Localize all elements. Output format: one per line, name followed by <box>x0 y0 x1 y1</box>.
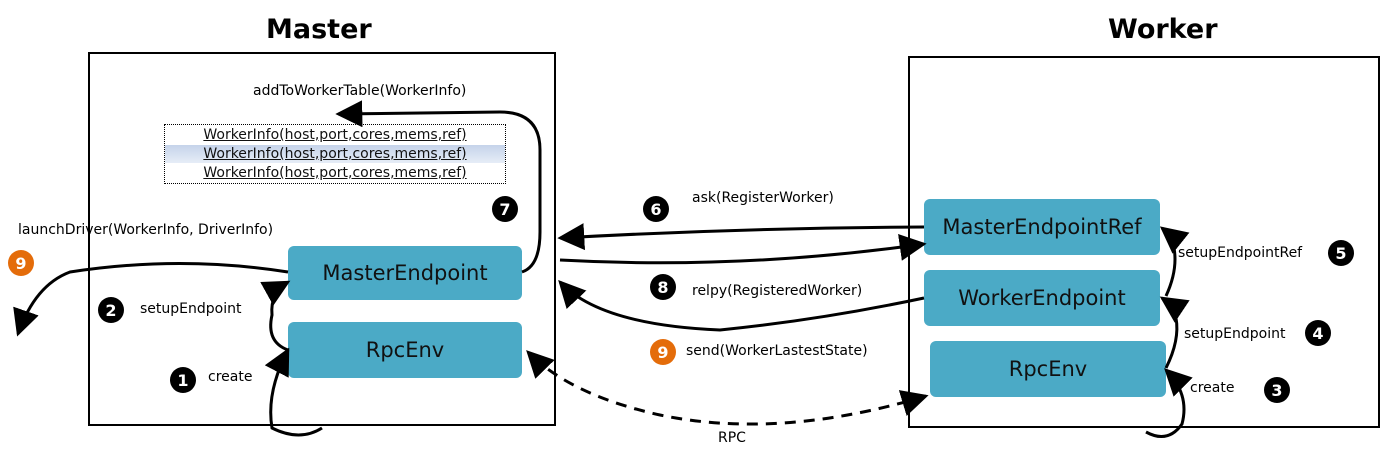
step-badge-7: 7 <box>492 196 518 222</box>
create-master-arrow <box>264 347 323 437</box>
worker-table-row: WorkerInfo(host,port,cores,mems,ref) <box>203 127 467 143</box>
step-badge-6: 6 <box>643 196 669 222</box>
worker-endpoint-node: WorkerEndpoint <box>924 270 1160 326</box>
ask-register-arrow <box>557 223 925 251</box>
setup-endpoint-master-arrow <box>260 280 291 352</box>
rpc-label: RPC <box>718 430 746 446</box>
add-to-table-label: addToWorkerTable(WorkerInfo) <box>253 83 467 99</box>
step-badge-2: 2 <box>98 297 124 323</box>
step-badge-9-launch: 9 <box>8 250 34 276</box>
launch-driver-arrow <box>13 262 289 337</box>
worker-table: WorkerInfo(host,port,cores,mems,ref) Wor… <box>164 124 506 184</box>
create-master-label: create <box>208 369 253 385</box>
step-badge-8: 8 <box>650 274 676 300</box>
ask-register-label: ask(RegisterWorker) <box>692 190 834 206</box>
send-state-label: send(WorkerLastestState) <box>686 343 868 359</box>
add-to-table-arrow <box>335 100 542 274</box>
step-badge-9-send: 9 <box>650 339 676 365</box>
worker-table-row: WorkerInfo(host,port,cores,mems,ref) <box>165 145 505 163</box>
create-worker-arrow <box>1145 368 1193 438</box>
step-badge-5: 5 <box>1328 240 1354 266</box>
master-to-ref-arrow <box>559 234 927 265</box>
step-badge-3: 3 <box>1264 377 1290 403</box>
step-badge-4: 4 <box>1305 320 1331 346</box>
setup-endpoint-ref-label: setupEndpointRef <box>1178 245 1303 261</box>
master-title: Master <box>266 14 372 45</box>
reply-registered-arrow <box>558 280 925 332</box>
master-endpoint-ref-node: MasterEndpointRef <box>924 199 1160 255</box>
reply-registered-label: relpy(RegisteredWorker) <box>692 283 863 299</box>
worker-rpcenv-node: RpcEnv <box>930 341 1166 397</box>
master-rpcenv-node: RpcEnv <box>288 322 522 378</box>
rpc-arrow <box>526 350 929 426</box>
setup-endpoint-worker-label: setupEndpoint <box>1184 326 1286 342</box>
setup-endpoint-master-label: setupEndpoint <box>140 301 242 317</box>
worker-title: Worker <box>1108 14 1218 45</box>
setup-endpoint-worker-arrow <box>1159 296 1190 369</box>
setup-endpoint-ref-arrow <box>1159 226 1190 297</box>
step-badge-1: 1 <box>170 367 196 393</box>
master-endpoint-node: MasterEndpoint <box>288 246 522 300</box>
launch-driver-label: launchDriver(WorkerInfo, DriverInfo) <box>18 222 274 238</box>
worker-table-row: WorkerInfo(host,port,cores,mems,ref) <box>203 165 467 181</box>
create-worker-label: create <box>1190 380 1235 396</box>
